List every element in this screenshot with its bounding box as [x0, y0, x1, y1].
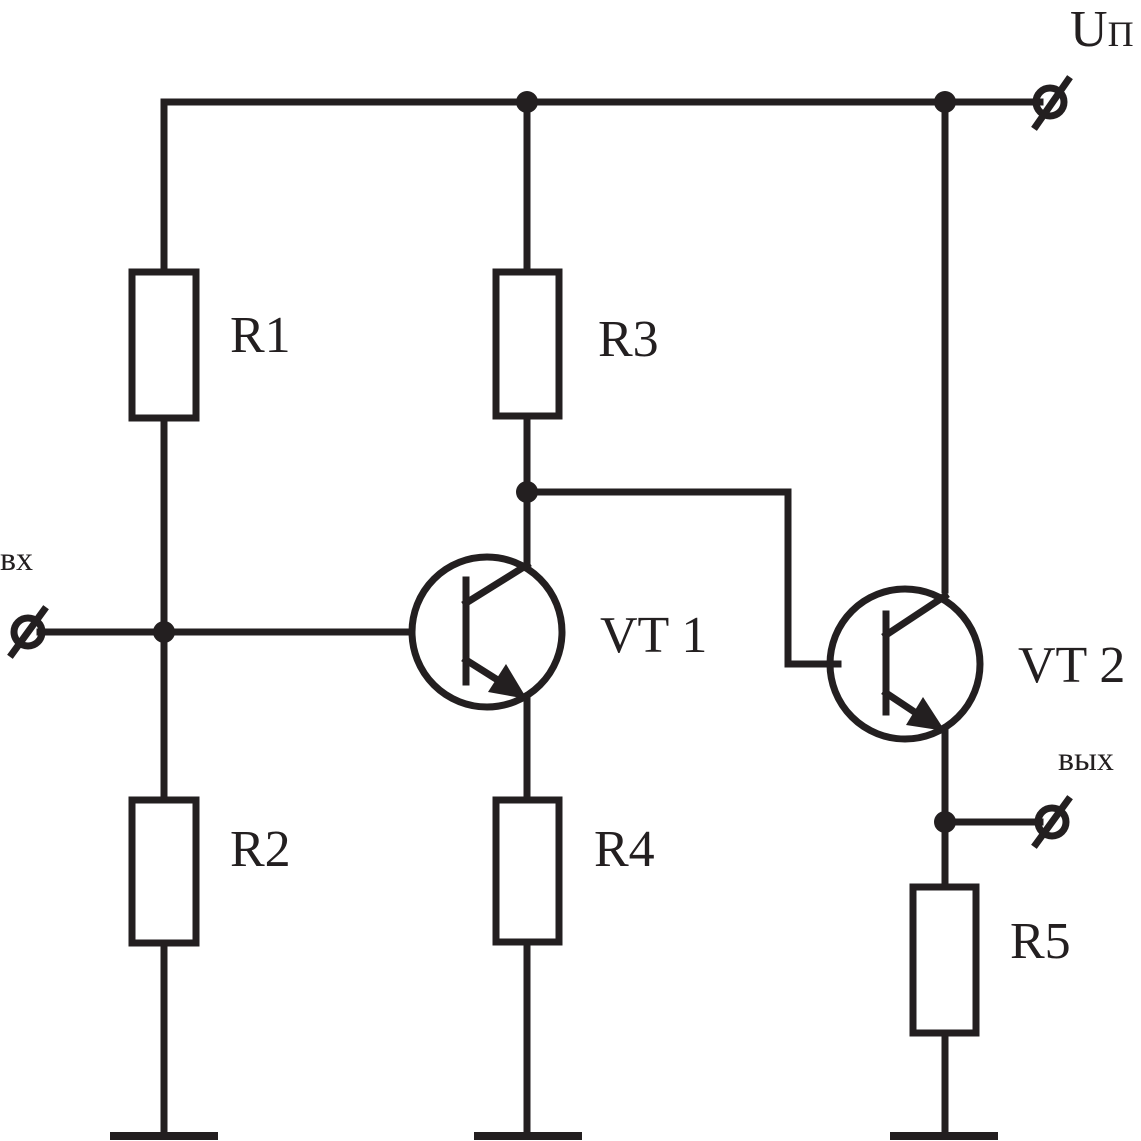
- resistor-r5: [909, 883, 980, 1037]
- output-label: вых: [1058, 741, 1114, 778]
- resistor-r2-label: R2: [230, 821, 291, 878]
- input-label: вх: [0, 541, 33, 578]
- resistor-r4: [492, 796, 563, 946]
- transistor-vt1: [408, 553, 566, 711]
- coupling-wire: [523, 488, 842, 668]
- transistor-vt2: [826, 585, 984, 743]
- output-terminal: [1031, 795, 1073, 849]
- resistor-r5-label: R5: [1010, 913, 1071, 970]
- junction-dot-supply-mid: [516, 91, 538, 113]
- supply-terminal: [1031, 75, 1073, 131]
- junction-dot-input: [153, 621, 175, 643]
- resistor-r1: [128, 268, 200, 422]
- resistor-r3-label: R3: [598, 311, 659, 368]
- resistor-r1-label: R1: [230, 307, 291, 364]
- junction-dot-output: [934, 811, 956, 833]
- junction-dot-collector-vt1: [516, 481, 538, 503]
- supply-label: UП: [1070, 1, 1134, 58]
- resistor-r4-label: R4: [594, 821, 655, 878]
- resistor-r2: [128, 796, 200, 947]
- transistor-vt2-label: VT 2: [1018, 637, 1125, 694]
- supply-rail: [160, 98, 1044, 594]
- resistor-r3: [492, 268, 563, 420]
- transistor-vt1-label: VT 1: [600, 607, 707, 664]
- junction-dot-supply-right: [934, 91, 956, 113]
- input-terminal: [7, 605, 49, 659]
